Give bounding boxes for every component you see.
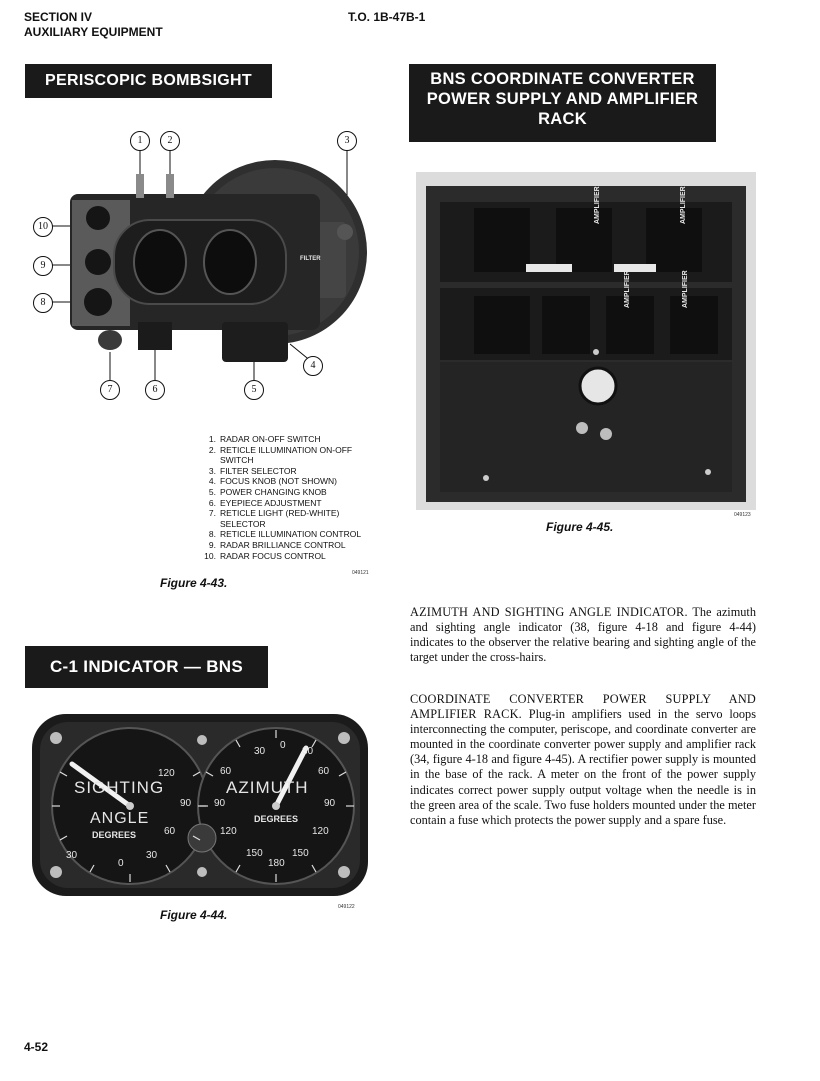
legend-item: 10. RADAR FOCUS CONTROL [200,551,380,562]
legend-item: 7. RETICLE LIGHT (RED-WHITE) SELECTOR [200,508,380,529]
legend-item: 3. FILTER SELECTOR [200,466,380,477]
figure-code: 049123 [734,512,751,518]
filter-panel-label: FILTER [300,256,321,262]
right-degrees-label: DEGREES [254,814,299,824]
left-tick-label: 30 [66,850,78,861]
figure-4-43-caption: Figure 4-43. [160,576,228,590]
legend-item: 4. FOCUS KNOB (NOT SHOWN) [200,476,380,487]
legend-text: FOCUS KNOB (NOT SHOWN) [220,476,337,487]
left-tick-label: 90 [180,798,192,809]
legend-number: 8. [208,529,216,540]
azimuth-paragraph: Azimuth and sighting angle indicator. Th… [410,605,756,665]
callout-5: 5 [244,380,264,400]
legend-number: 1. [208,434,216,444]
bombsight-legend: 1. RADAR ON-OFF SWITCH 2. RETICLE ILLUMINA… [200,434,380,561]
rack-paragraph-heading: Coordinate converter power supply and am… [410,692,756,722]
right-tick-label: 30 [254,746,266,757]
legend-text: RADAR BRILLIANCE CONTROL [220,539,346,550]
legend-number: 9. [208,539,216,550]
legend-text: RADAR FOCUS CONTROL [220,550,326,561]
left-tick-label: 60 [164,826,176,837]
azimuth-paragraph-heading: Azimuth and sighting angle indicator. [410,605,688,619]
legend-item: 6. EYEPIECE ADJUSTMENT [200,498,380,509]
callout-10: 10 [33,217,53,237]
azimuth-paragraph-body: The azimuth and sighting angle indicator… [410,605,756,665]
callout-2: 2 [160,131,180,151]
right-tick-label: 150 [246,848,263,859]
callout-7: 7 [100,380,120,400]
indicator-banner: C-1 INDICATOR — BNS [25,646,268,688]
left-degrees-label: DEGREES [92,830,137,840]
legend-item: 8. RETICLE ILLUMINATION CONTROL [200,529,380,540]
legend-number: 10. [204,550,216,561]
legend-item: 5. POWER CHANGING KNOB [200,487,380,498]
rack-paragraph-body: Plug-in amplifiers used in the servo loo… [410,707,756,827]
callout-8: 8 [33,293,53,313]
indicator-photo [32,714,368,896]
legend-number: 2. [208,444,216,455]
legend-item: 2. RETICLE ILLUMINATION ON-OFF SWITCH [200,445,380,466]
callout-4: 4 [303,356,323,376]
sighting-label: SIGHTING [74,778,165,797]
rack-photo [416,172,756,510]
page-number: 4-52 [24,1040,49,1054]
callout-3: 3 [337,131,357,151]
right-tick-label: 120 [220,826,237,837]
legend-item: 1. RADAR ON-OFF SWITCH [200,434,380,445]
bombsight-banner: PERISCOPIC BOMBSIGHT [25,64,272,98]
callout-9: 9 [33,256,53,276]
angle-label: ANGLE [90,810,150,827]
amplifier-label: AMPLIFIER [594,186,601,224]
bombsight-figure: FILTER 1 2 3 4 5 6 7 8 9 10 [22,122,382,432]
right-tick-label: 90 [324,798,336,809]
legend-number: 3. [208,465,216,476]
legend-text: RETICLE ILLUMINATION ON-OFF SWITCH [220,444,353,466]
subsection-label: AUXILIARY EQUIPMENT [24,25,163,39]
legend-number: 5. [208,486,216,497]
legend-text: POWER CHANGING KNOB [220,486,327,497]
left-tick-label: 0 [118,858,124,869]
legend-number: 4. [208,476,216,487]
callout-6: 6 [145,380,165,400]
legend-text: FILTER SELECTOR [220,465,297,476]
right-tick-label: 30 [302,746,314,757]
legend-text: RETICLE LIGHT (RED-WHITE) SELECTOR [220,508,340,529]
bombsight-photo [52,150,367,380]
left-tick-label: 30 [146,850,158,861]
amplifier-label: AMPLIFIER [682,270,689,308]
right-tick-label: 60 [220,766,232,777]
figure-4-45-caption: Figure 4-45. [546,520,614,534]
rack-figure: AMPLIFIER AMPLIFIER AMPLIFIER AMPLIFIER [416,172,756,510]
legend-item: 9. RADAR BRILLIANCE CONTROL [200,540,380,551]
right-tick-label: 150 [292,848,309,859]
azimuth-label: AZIMUTH [226,778,309,797]
rack-paragraph: Coordinate converter power supply and am… [410,692,756,828]
legend-text: RADAR ON-OFF SWITCH [220,434,321,444]
right-tick-label: 180 [268,858,285,869]
amplifier-label: AMPLIFIER [624,270,631,308]
right-tick-label: 0 [280,740,286,751]
right-tick-label: 120 [312,826,329,837]
legend-text: RETICLE ILLUMINATION CONTROL [220,529,362,540]
indicator-figure: SIGHTING ANGLE DEGREES 120 90 60 30 0 30… [30,712,370,898]
section-label: SECTION IV [24,10,93,24]
left-tick-label: 120 [158,768,175,779]
right-tick-label: 90 [214,798,226,809]
legend-number: 7. [208,508,216,519]
amplifier-label: AMPLIFIER [680,186,687,224]
figure-code: 049122 [338,904,355,910]
figure-4-44-caption: Figure 4-44. [160,908,228,922]
to-number: T.O. 1B-47B-1 [348,10,426,24]
legend-number: 6. [208,497,216,508]
rack-banner: BNS COORDINATE CONVERTER POWER SUPPLY AN… [409,64,716,142]
callout-1: 1 [130,131,150,151]
figure-code: 049121 [352,570,369,576]
right-tick-label: 60 [318,766,330,777]
legend-text: EYEPIECE ADJUSTMENT [220,497,322,508]
